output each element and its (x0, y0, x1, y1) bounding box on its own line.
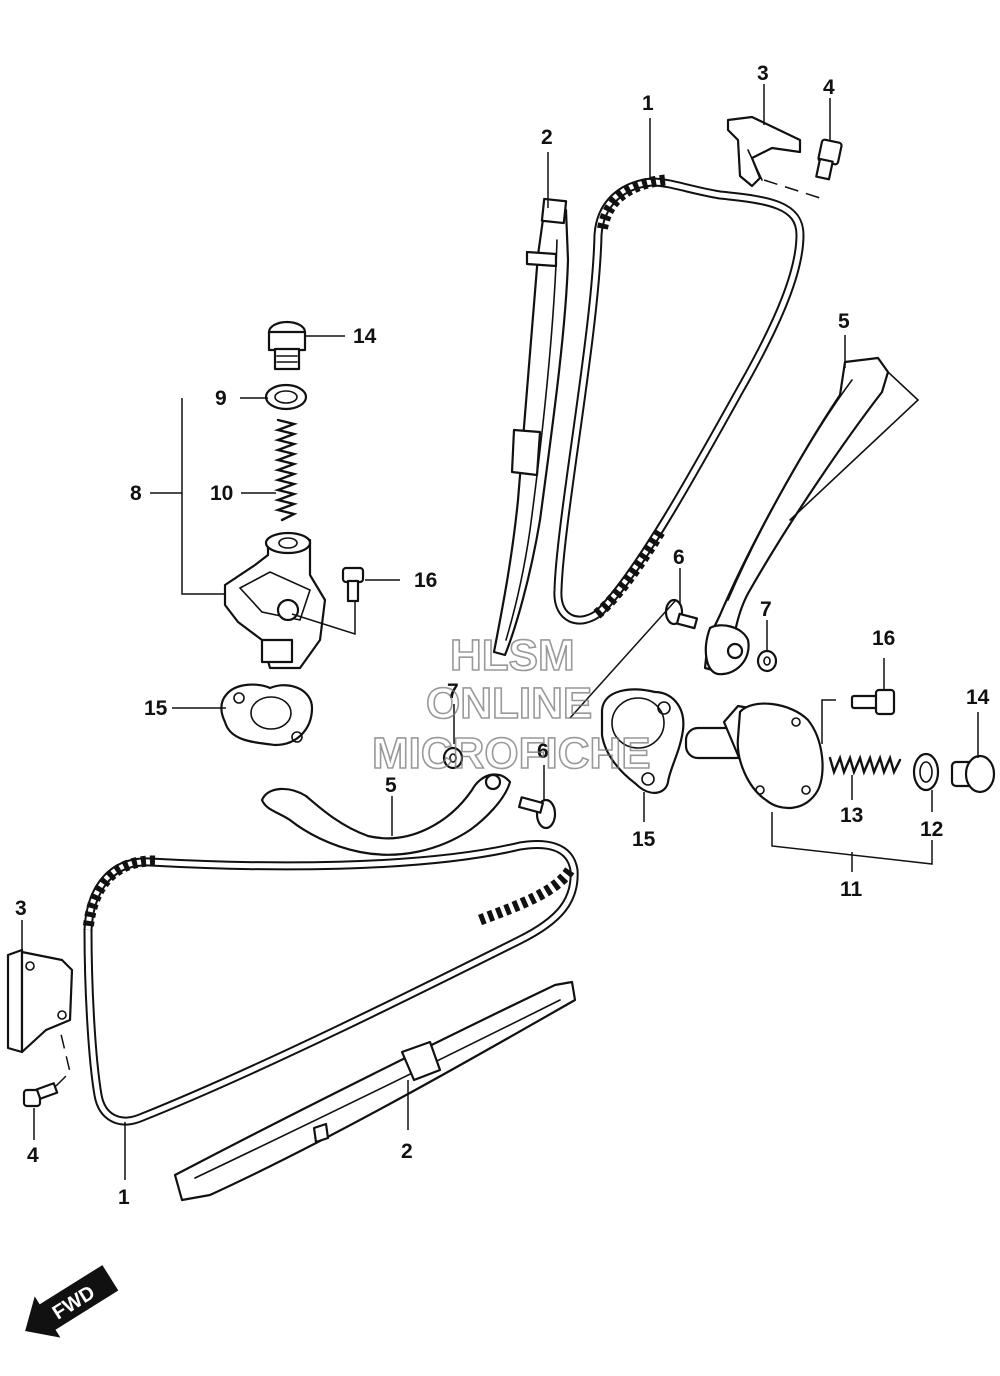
tensioner-gasket-mid[interactable] (600, 688, 685, 794)
washer-left[interactable] (442, 746, 464, 770)
tensioner-bolt-right[interactable] (950, 754, 996, 794)
watermark-line-1: HLSM (450, 631, 575, 680)
callout-6-left: 6 (537, 740, 549, 763)
gasket-washer-left[interactable] (264, 383, 308, 411)
callout-8: 8 (130, 482, 142, 505)
tensioner-bolt-small-left[interactable] (291, 566, 365, 636)
chain-guide-lower-arc[interactable] (260, 773, 512, 856)
callout-2-top: 2 (541, 126, 553, 149)
tensioner-body-right[interactable] (684, 702, 824, 810)
leader-lines (21, 84, 979, 1180)
callout-numbers: 1 2 3 4 5 6 7 8 9 10 14 16 15 7 5 6 15 1… (15, 62, 990, 1209)
callout-15-mid: 15 (632, 828, 656, 851)
callout-1-bottom: 1 (118, 1186, 130, 1209)
callout-9: 9 (215, 387, 227, 410)
callout-15-left: 15 (144, 697, 168, 720)
chain-stopper-upper[interactable] (726, 115, 802, 188)
callout-4-top: 4 (823, 76, 835, 99)
chain-guide-lower[interactable] (173, 980, 577, 1202)
chain-stopper-lower[interactable] (6, 948, 74, 1054)
callout-3-top: 3 (757, 62, 769, 85)
callout-10: 10 (210, 482, 233, 505)
callout-5-left: 5 (385, 774, 397, 797)
tensioner-bolt-left[interactable] (267, 320, 307, 371)
cam-chain-lower[interactable] (82, 840, 579, 1126)
guide-bolt-left[interactable] (517, 796, 557, 830)
callout-14-left: 14 (353, 325, 377, 348)
washer-mid[interactable] (756, 649, 778, 673)
callout-1-top: 1 (642, 92, 654, 115)
callout-16-right: 16 (872, 627, 895, 650)
callout-11: 11 (840, 878, 863, 901)
bolt-upper[interactable] (763, 138, 843, 199)
watermark-line-2: ONLINE (426, 679, 592, 728)
callout-16-left: 16 (414, 569, 437, 592)
cam-chain-upper[interactable] (553, 174, 805, 625)
watermark-line-3: MICROFICHE (372, 729, 651, 778)
callout-3-bottom: 3 (15, 897, 27, 920)
callout-12: 12 (920, 818, 943, 841)
callout-7-left: 7 (447, 680, 459, 703)
callout-7-mid: 7 (760, 598, 772, 621)
guide-bolt-mid[interactable] (664, 598, 699, 630)
callout-6-mid: 6 (673, 546, 685, 569)
tensioner-spring-left[interactable] (273, 418, 299, 522)
callout-4-bottom: 4 (27, 1144, 39, 1167)
fwd-arrow-icon: FWD (25, 1265, 119, 1338)
callout-2-bottom: 2 (401, 1140, 413, 1163)
chain-guide-right[interactable] (703, 356, 920, 676)
chain-guide-upper[interactable] (492, 197, 570, 657)
gasket-washer-right[interactable] (912, 752, 940, 792)
tensioner-bolt-small-right[interactable] (821, 688, 896, 744)
watermark: HLSM ONLINE MICROFICHE (371, 630, 651, 779)
callout-5-right: 5 (838, 310, 850, 333)
tensioner-gasket-left[interactable] (220, 683, 314, 747)
tensioner-body-left[interactable] (223, 531, 327, 670)
tensioner-spring-right[interactable] (828, 754, 902, 776)
callout-13: 13 (840, 804, 863, 827)
callout-14-right: 14 (966, 686, 990, 709)
bolt-lower[interactable] (22, 1029, 71, 1108)
